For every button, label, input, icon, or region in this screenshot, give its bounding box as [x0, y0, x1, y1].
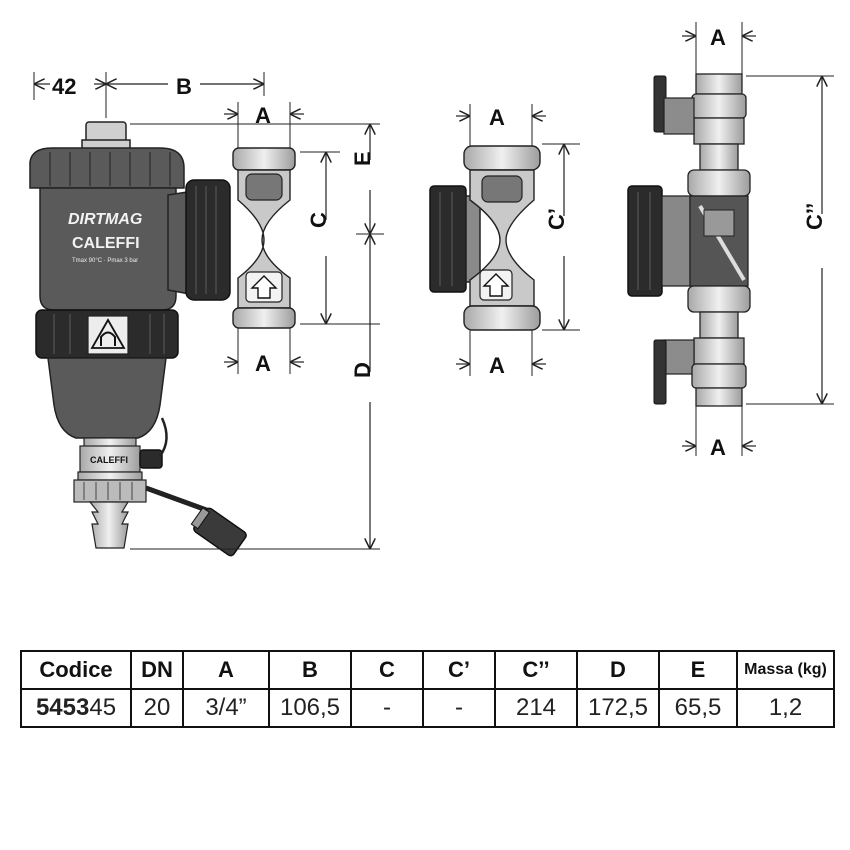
dimension-C-double-prime: C’’ — [746, 75, 834, 405]
dimension-E: E — [350, 124, 384, 235]
dim-label-A: A — [710, 435, 726, 460]
table-header-row: Codice DN A B C C’ C’’ D E Massa (kg) — [20, 650, 835, 690]
dirt-separator-assembly: DIRTMAG CALEFFI Tmax 90°C · Pmax 3 bar C… — [29, 121, 296, 557]
middle-valve-variant — [429, 145, 541, 331]
header-massa: Massa (kg) — [736, 650, 835, 690]
specification-table: Codice DN A B C C’ C’’ D E Massa (kg) 54… — [20, 650, 835, 728]
valve-brand: CALEFFI — [90, 455, 128, 465]
cell-d: 172,5 — [576, 688, 660, 728]
header-dn: DN — [130, 650, 184, 690]
dim-label-A: A — [489, 353, 505, 378]
dimension-A-top-left: A — [224, 102, 304, 148]
logo-top: DIRTMAG — [68, 211, 142, 228]
dimension-D: D — [350, 234, 375, 549]
cell-c-double-prime: 214 — [494, 688, 578, 728]
code-rest-part: 45 — [89, 694, 117, 721]
dimension-A-bottom-middle: A — [456, 330, 546, 378]
dimension-A-bottom-left: A — [224, 328, 304, 376]
dim-label-E: E — [350, 151, 375, 166]
technical-drawing: DIRTMAG CALEFFI Tmax 90°C · Pmax 3 bar C… — [29, 22, 834, 557]
cell-b: 106,5 — [268, 688, 352, 728]
cell-massa: 1,2 — [736, 688, 835, 728]
cell-e: 65,5 — [658, 688, 738, 728]
header-a: A — [182, 650, 270, 690]
cell-dn: 20 — [130, 688, 184, 728]
dim-label-A: A — [255, 351, 271, 376]
header-c-double-prime: C’’ — [494, 650, 578, 690]
dim-label-42: 42 — [52, 74, 76, 99]
dimension-A-top-middle: A — [456, 104, 546, 146]
logo-main: CALEFFI — [72, 235, 140, 252]
dim-label-C: C — [306, 212, 331, 228]
cell-codice: 545345 — [20, 688, 132, 728]
dimension-C-prime: C’ — [542, 143, 580, 331]
table-row: 545345 20 3/4” 106,5 - - 214 172,5 65,5 … — [20, 688, 835, 728]
dim-label-C2: C’’ — [802, 203, 827, 230]
dim-label-D: D — [350, 362, 375, 378]
header-codice: Codice — [20, 650, 132, 690]
dimension-42: 42 — [33, 72, 107, 118]
dimension-B: B — [106, 72, 265, 99]
header-b: B — [268, 650, 352, 690]
dim-label-A: A — [255, 103, 271, 128]
cell-c-prime: - — [422, 688, 496, 728]
dimension-A-top-right: A — [682, 22, 756, 74]
code-bold-part: 5453 — [35, 694, 90, 721]
cell-c: - — [350, 688, 424, 728]
dim-label-A: A — [710, 25, 726, 50]
header-c-prime: C’ — [422, 650, 496, 690]
dim-label-B: B — [176, 74, 192, 99]
dim-label-C1: C’ — [544, 208, 569, 230]
dimension-A-bottom-right: A — [682, 406, 756, 460]
logo-small: Tmax 90°C · Pmax 3 bar — [72, 258, 138, 264]
header-c: C — [350, 650, 424, 690]
header-e: E — [658, 650, 738, 690]
dim-label-A: A — [489, 105, 505, 130]
right-valve-variant — [627, 73, 751, 407]
cell-a: 3/4” — [182, 688, 270, 728]
dimension-C: C — [306, 152, 331, 324]
header-d: D — [576, 650, 660, 690]
